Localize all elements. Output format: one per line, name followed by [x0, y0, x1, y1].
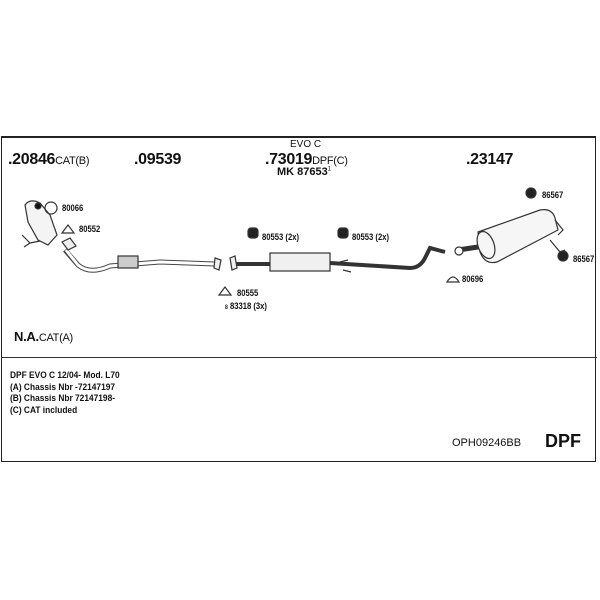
gasket-icon: [217, 286, 233, 296]
fitting-label: 80555: [237, 288, 259, 298]
diagram-frame: [1, 136, 596, 462]
dpf-drawing: [269, 252, 331, 272]
rubber-mount-icon: [525, 187, 537, 199]
note-line: DPF EVO C 12/04- Mod. L70: [10, 370, 120, 381]
fitting-label: 80066: [62, 203, 84, 213]
rear-silencer-drawing: [477, 209, 559, 264]
fitting-label: 80553 (2x): [262, 232, 300, 242]
part-cat-na: N.A.CAT(A): [14, 329, 73, 344]
dpf-top-label: EVO C: [290, 139, 322, 150]
kit-code: OPH09246BB: [452, 437, 522, 449]
fitting-label: 80696: [462, 274, 484, 284]
flex-joint-drawing: [117, 255, 139, 269]
rubber-mount-icon: [337, 227, 349, 239]
ring-gasket-icon: [44, 201, 58, 215]
part-rear-silencer: .23147: [466, 151, 514, 168]
mk-label: MK 876531: [277, 166, 332, 178]
clamp-icon: [445, 276, 461, 283]
fitting-label: 8 83318 (3x): [225, 301, 267, 311]
fitting-label: 86567: [573, 254, 595, 264]
part-front-pipe: .09539: [134, 151, 182, 168]
note-line: (C) CAT included: [10, 404, 78, 416]
fitting-label: 80552: [79, 224, 101, 234]
fitting-label: 86567: [542, 190, 564, 200]
part-cat-front: .20846CAT(B): [8, 151, 90, 168]
fitting-label: 80553 (2x): [352, 232, 390, 242]
divider: [1, 357, 597, 358]
note-line: (B) Chassis Nbr 72147198-: [10, 393, 116, 404]
part-dpf: .73019DPF(C): [265, 151, 348, 168]
notes: DPF EVO C 12/04- Mod. L70 (A) Chassis Nb…: [10, 370, 120, 416]
sensor-icon: [34, 202, 42, 210]
catalyst-drawing: [24, 200, 58, 246]
rubber-mount-icon: [247, 227, 259, 239]
note-line: (A) Chassis Nbr -72147197: [10, 381, 116, 393]
front-pipe-drawing: [63, 248, 216, 273]
gasket-icon: [60, 224, 76, 234]
kit-type: DPF: [545, 431, 581, 451]
rubber-mount-icon: [557, 250, 569, 262]
